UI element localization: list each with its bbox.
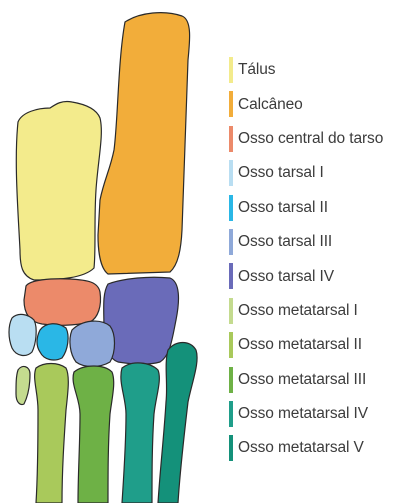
legend-item: Osso tarsal I: [229, 156, 409, 190]
legend-swatch: [229, 298, 233, 324]
central-tarsal-bone: [24, 279, 101, 326]
legend-item: Osso metatarsal IV: [229, 397, 409, 431]
legend-item: Osso metatarsal I: [229, 294, 409, 328]
legend-label: Osso tarsal IV: [238, 268, 334, 286]
legend-swatch: [229, 91, 233, 117]
legend-label: Osso tarsal I: [238, 164, 324, 182]
metatarsal-iv-bone: [121, 363, 159, 503]
legend-label: Osso central do tarso: [238, 130, 383, 148]
legend-label: Osso metatarsal IV: [238, 405, 368, 423]
legend-item: Calcâneo: [229, 87, 409, 121]
talus-bone: [16, 101, 101, 280]
legend-label: Osso metatarsal I: [238, 302, 358, 320]
legend-swatch: [229, 367, 233, 393]
tarsal-bones-diagram: [0, 0, 222, 503]
legend-label: Osso metatarsal III: [238, 371, 366, 389]
legend-swatch: [229, 229, 233, 255]
tarsal-iii-bone: [70, 321, 115, 366]
legend-item: Osso metatarsal III: [229, 363, 409, 397]
legend-swatch: [229, 401, 233, 427]
legend-item: Osso metatarsal II: [229, 328, 409, 362]
legend-item: Osso tarsal IV: [229, 259, 409, 293]
metatarsal-ii-bone: [35, 364, 69, 503]
legend-label: Calcâneo: [238, 96, 303, 114]
legend-label: Osso tarsal III: [238, 233, 332, 251]
legend-item: Tálus: [229, 53, 409, 87]
legend-swatch: [229, 195, 233, 221]
legend-label: Osso metatarsal V: [238, 439, 364, 457]
calcaneus-bone: [98, 13, 190, 274]
legend-item: Osso metatarsal V: [229, 431, 409, 465]
legend-label: Osso tarsal II: [238, 199, 328, 217]
legend-swatch: [229, 160, 233, 186]
tarsal-i-bone: [9, 314, 36, 355]
legend-label: Osso metatarsal II: [238, 336, 362, 354]
tarsal-ii-bone: [37, 324, 68, 360]
legend-swatch: [229, 57, 233, 83]
metatarsal-v-bone: [158, 343, 197, 503]
legend-label: Tálus: [238, 61, 275, 79]
legend-item: Osso tarsal III: [229, 225, 409, 259]
legend-item: Osso tarsal II: [229, 191, 409, 225]
legend-item: Osso central do tarso: [229, 122, 409, 156]
metatarsal-i-bone: [16, 367, 30, 405]
legend-swatch: [229, 263, 233, 289]
legend-swatch: [229, 126, 233, 152]
metatarsal-iii-bone: [73, 366, 114, 503]
legend-swatch: [229, 332, 233, 358]
legend-swatch: [229, 435, 233, 461]
